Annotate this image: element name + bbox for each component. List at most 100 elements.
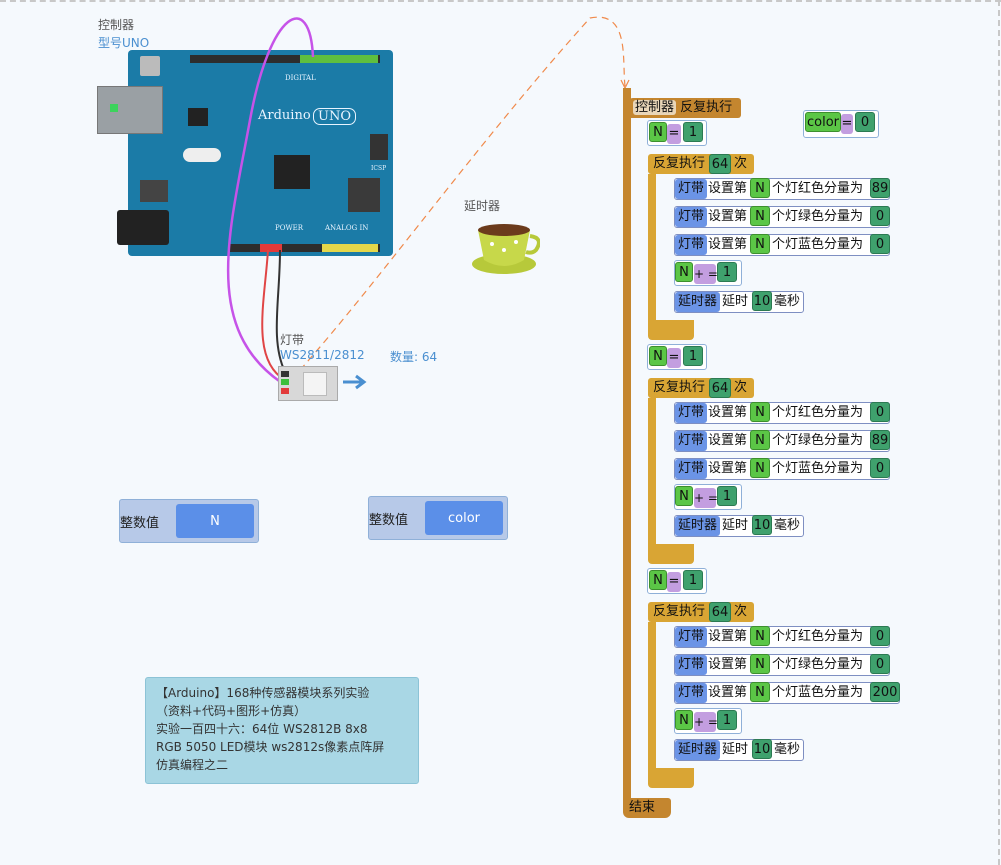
power-pins <box>260 244 282 252</box>
set-index-var[interactable]: N <box>750 458 770 478</box>
controller-label: 控制器 <box>98 18 135 32</box>
board-brand: Arduino <box>258 108 311 123</box>
increment-var[interactable]: N <box>675 486 693 506</box>
set-component-value[interactable]: 0 <box>870 234 890 254</box>
note-line: 【Arduino】168种传感器模块系列实验 <box>156 686 370 700</box>
increment-value[interactable]: 1 <box>717 262 737 282</box>
strip-device-tag[interactable]: 灯带 <box>675 207 708 227</box>
set-index-var[interactable]: N <box>750 234 770 254</box>
color-assign-value[interactable]: 0 <box>855 112 875 132</box>
repeat-count[interactable]: 64 <box>709 602 731 622</box>
increment-value[interactable]: 1 <box>717 486 737 506</box>
variable-name-color[interactable]: color <box>425 501 503 535</box>
increment-op: + = <box>694 264 718 284</box>
set-prefix-label: 设置第 <box>708 461 748 476</box>
delay-word: 延时 <box>722 294 749 309</box>
increment-var[interactable]: N <box>675 710 693 730</box>
set-component-value[interactable]: 0 <box>870 402 890 422</box>
note-line: 仿真编程之二 <box>156 758 229 772</box>
delay-device-tag[interactable]: 延时器 <box>675 516 721 536</box>
repeat-count[interactable]: 64 <box>709 378 731 398</box>
variable-name-n[interactable]: N <box>176 504 254 538</box>
set-index-var[interactable]: N <box>750 430 770 450</box>
set-component-label: 个灯绿色分量为 <box>772 433 864 448</box>
init-var[interactable]: N <box>649 346 667 366</box>
delay-device-tag[interactable]: 延时器 <box>675 292 721 312</box>
strip-device-tag[interactable]: 灯带 <box>675 459 708 479</box>
set-component-label: 个灯蓝色分量为 <box>772 685 864 700</box>
color-var[interactable]: color <box>805 112 841 132</box>
main-loop-header[interactable]: 控制器 反复执行 <box>627 98 741 118</box>
strip-device-tag[interactable]: 灯带 <box>675 403 708 423</box>
strip-device-tag[interactable]: 灯带 <box>675 179 708 199</box>
set-index-var[interactable]: N <box>750 682 770 702</box>
set-component-value[interactable]: 0 <box>870 458 890 478</box>
link-line <box>299 16 626 371</box>
init-var[interactable]: N <box>649 122 667 142</box>
set-component-value[interactable]: 89 <box>870 178 890 198</box>
delay-value[interactable]: 10 <box>752 739 772 759</box>
init-op: = <box>667 348 681 368</box>
init-op: = <box>667 572 681 592</box>
strip-device-tag[interactable]: 灯带 <box>675 655 708 675</box>
set-component-label: 个灯红色分量为 <box>772 629 864 644</box>
set-prefix-label: 设置第 <box>708 433 748 448</box>
delay-value[interactable]: 10 <box>752 515 772 535</box>
delay-word: 延时 <box>722 518 749 533</box>
repeat-loop-label: 反复执行 <box>653 156 706 171</box>
set-component-value[interactable]: 0 <box>870 626 890 646</box>
variable-block-color[interactable]: 整数值 color <box>368 496 508 540</box>
set-index-var[interactable]: N <box>750 402 770 422</box>
strip-arrow-icon <box>343 374 367 390</box>
main-loop-action: 反复执行 <box>680 100 733 115</box>
power-analog-header <box>228 244 380 252</box>
init-value[interactable]: 1 <box>683 122 703 142</box>
strip-device-tag[interactable]: 灯带 <box>675 431 708 451</box>
set-index-var[interactable]: N <box>750 178 770 198</box>
set-component-value[interactable]: 0 <box>870 206 890 226</box>
strip-label: 灯带 <box>280 333 305 347</box>
set-component-label: 个灯蓝色分量为 <box>772 461 864 476</box>
vcc-wire <box>261 249 286 381</box>
init-value[interactable]: 1 <box>683 570 703 590</box>
strip-device-tag[interactable]: 灯带 <box>675 683 708 703</box>
teacup-icon[interactable] <box>470 220 540 278</box>
board-model: UNO <box>313 108 356 125</box>
repeat-loop-bar <box>648 174 656 322</box>
note-line: 实验一百四十六：64位 WS2812B 8x8 <box>156 722 368 736</box>
increment-var[interactable]: N <box>675 262 693 282</box>
canvas-top-border <box>0 0 1001 2</box>
experiment-note: 【Arduino】168种传感器模块系列实验 （资料+代码+图形+仿真） 实验一… <box>145 677 419 784</box>
end-block[interactable]: 结束 <box>623 798 671 818</box>
delay-unit: 毫秒 <box>774 742 801 757</box>
repeat-loop-footer <box>648 544 694 564</box>
set-prefix-label: 设置第 <box>708 237 748 252</box>
led-strip-module[interactable] <box>278 366 338 401</box>
repeat-count[interactable]: 64 <box>709 154 731 174</box>
delay-device-tag[interactable]: 延时器 <box>675 740 721 760</box>
delay-unit: 毫秒 <box>774 294 801 309</box>
variable-block-n[interactable]: 整数值 N <box>119 499 259 543</box>
init-value[interactable]: 1 <box>683 346 703 366</box>
icsp-label: ICSP <box>371 165 387 172</box>
strip-model: WS2811/2812 <box>280 348 365 362</box>
set-prefix-label: 设置第 <box>708 209 748 224</box>
set-index-var[interactable]: N <box>750 626 770 646</box>
set-index-var[interactable]: N <box>750 206 770 226</box>
usb-port-icon <box>97 86 163 134</box>
set-component-value[interactable]: 89 <box>870 430 890 450</box>
set-index-var[interactable]: N <box>750 654 770 674</box>
repeat-loop-bar <box>648 398 656 546</box>
strip-pin-din <box>281 379 289 385</box>
init-var[interactable]: N <box>649 570 667 590</box>
delay-value[interactable]: 10 <box>752 291 772 311</box>
icsp-header-icon <box>370 134 388 160</box>
repeat-loop-suffix: 次 <box>734 380 748 395</box>
strip-device-tag[interactable]: 灯带 <box>675 235 708 255</box>
strip-device-tag[interactable]: 灯带 <box>675 627 708 647</box>
set-component-label: 个灯蓝色分量为 <box>772 237 864 252</box>
set-component-value[interactable]: 0 <box>870 654 890 674</box>
set-component-value[interactable]: 200 <box>870 682 900 702</box>
reset-button[interactable] <box>140 56 160 76</box>
increment-value[interactable]: 1 <box>717 710 737 730</box>
